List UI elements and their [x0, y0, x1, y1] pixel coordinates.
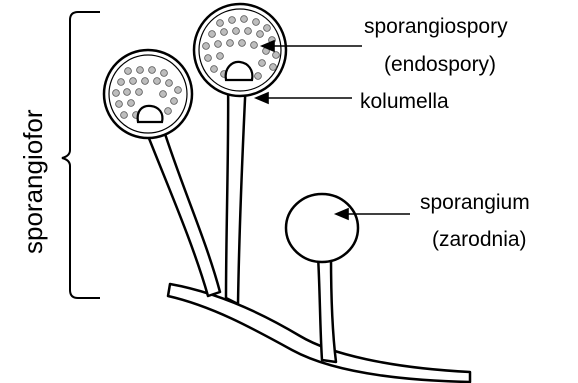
label-zarodnia: (zarodnia)	[432, 228, 527, 251]
label-endospory: (endospory)	[384, 53, 496, 76]
arrowhead-kolumella	[256, 93, 268, 103]
sporangium-lower	[286, 194, 358, 262]
sporangium-left	[104, 50, 192, 138]
columella-left	[138, 106, 163, 122]
label-kolumella: kolumella	[360, 90, 449, 113]
label-sporangiospory: sporangiospory	[364, 15, 508, 38]
stalk-right	[226, 78, 246, 304]
columella-upper	[226, 62, 253, 80]
label-sporangiofor: sporangiofor	[18, 109, 48, 254]
stalk-left	[141, 118, 220, 296]
bracket-sporangiofor	[62, 12, 100, 298]
stalk-sporangium	[318, 256, 336, 362]
label-sporangium: sporangium	[420, 191, 530, 214]
